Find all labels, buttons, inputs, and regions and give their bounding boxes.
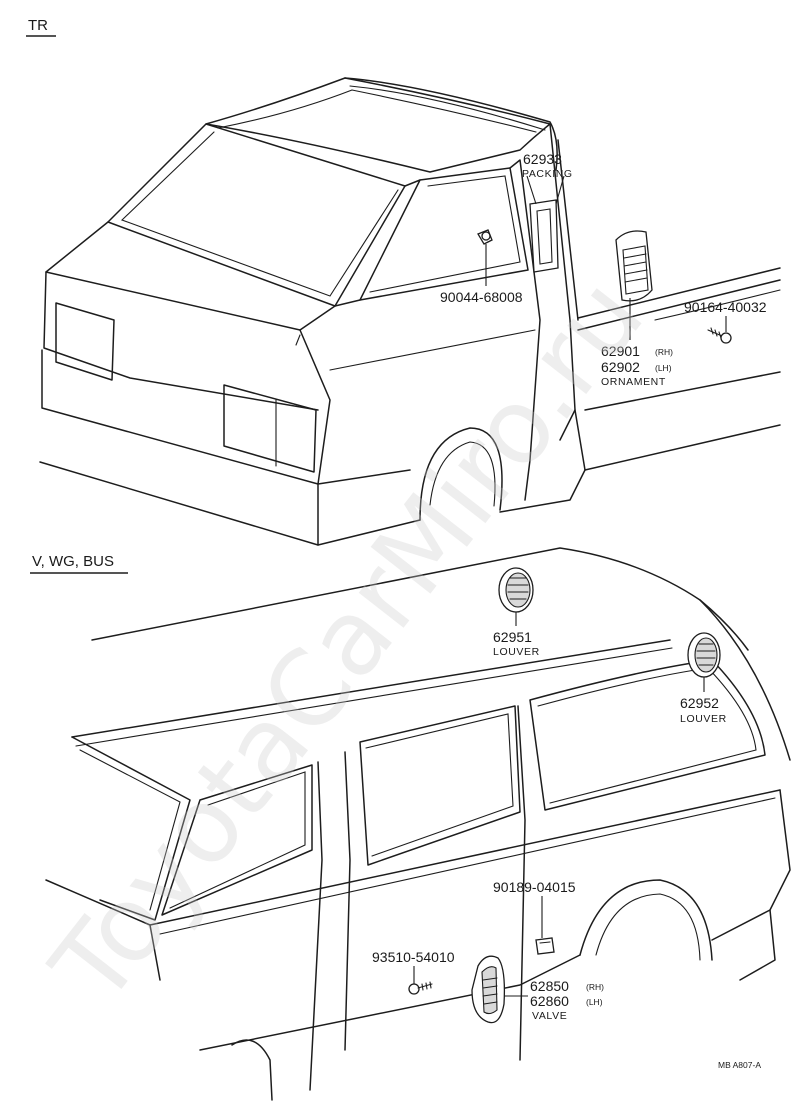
part-side-lh-62860: (LH) xyxy=(586,997,603,1007)
part-side-rh-62850: (RH) xyxy=(586,982,604,992)
van-body-drawing xyxy=(45,547,791,1101)
screw-part-90164 xyxy=(707,327,732,344)
part-number-62901: 62901 xyxy=(601,343,640,359)
part-name-valve: VALVE xyxy=(532,1010,567,1022)
packing-part-62933 xyxy=(529,199,559,273)
part-number-90189-04015: 90189-04015 xyxy=(493,879,576,895)
part-number-62902: 62902 xyxy=(601,359,640,375)
valve-part-62850 xyxy=(471,955,506,1024)
part-number-62860: 62860 xyxy=(530,993,569,1009)
part-side-rh-62901: (RH) xyxy=(655,347,673,357)
ornament-part-62901 xyxy=(615,230,653,302)
part-number-90044-68008: 90044-68008 xyxy=(440,289,523,305)
part-side-lh-62902: (LH) xyxy=(655,363,672,373)
leader-62933-b xyxy=(555,175,565,205)
leader-62933-a xyxy=(526,175,537,205)
clip-part-90189 xyxy=(535,937,555,955)
part-name-ornament: ORNAMENT xyxy=(601,376,666,388)
section-title-tr: TR xyxy=(28,17,48,34)
clip-part-90044 xyxy=(477,229,493,245)
part-number-62952: 62952 xyxy=(680,695,719,711)
part-name-louver-62951: LOUVER xyxy=(493,646,540,658)
louver-part-62951 xyxy=(498,567,534,613)
part-name-louver-62952: LOUVER xyxy=(680,713,727,725)
drawing-code: MB A807-A xyxy=(718,1060,761,1070)
screw-part-93510 xyxy=(408,981,433,995)
part-number-62951: 62951 xyxy=(493,629,532,645)
section-title-van: V, WG, BUS xyxy=(32,553,114,570)
truck-cab-drawing xyxy=(39,77,781,546)
part-number-62933: 62933 xyxy=(523,151,562,167)
part-number-62850: 62850 xyxy=(530,978,569,994)
part-number-93510-54010: 93510-54010 xyxy=(372,949,455,965)
part-number-90164-40032: 90164-40032 xyxy=(684,299,767,315)
watermark-text: ToyotaCarMiro.ru xyxy=(28,256,667,1026)
louver-part-62952 xyxy=(687,632,721,678)
part-name-packing: PACKING xyxy=(522,168,573,180)
